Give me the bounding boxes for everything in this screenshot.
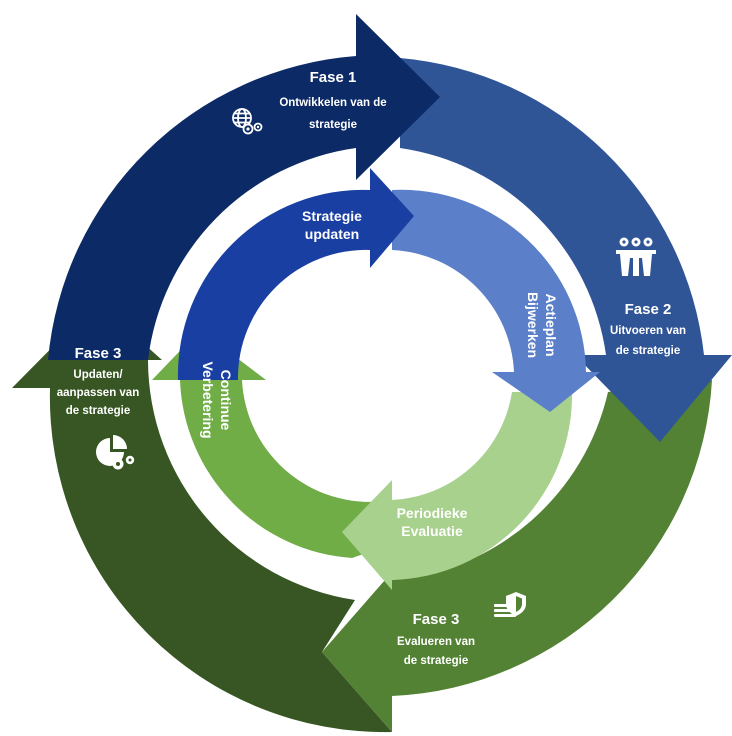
phase2-label: Fase 2 Uitvoeren van de strategie xyxy=(610,301,686,357)
phase3-eval-title: Fase 3 xyxy=(413,611,460,628)
shield-layers-icon xyxy=(494,592,526,617)
globe-gears-icon xyxy=(232,108,263,135)
phase3-update-label: Fase 3 Updaten/ aanpassen van de strateg… xyxy=(57,345,139,417)
inner-segment-evaluation xyxy=(342,392,573,590)
inner-evaluation-label: Periodieke Evaluatie xyxy=(397,505,468,539)
outer-segment-phase3-update xyxy=(12,302,392,733)
phase3-eval-line2: de strategie xyxy=(404,655,469,667)
inner-ring xyxy=(152,168,600,590)
outer-ring xyxy=(12,14,732,733)
outer-segment-phase3-eval xyxy=(322,380,712,732)
outer-segment-phase2 xyxy=(400,58,732,442)
inner-improvement-label: Continue Verbetering xyxy=(200,361,234,438)
inner-segment-strategy xyxy=(177,168,414,380)
phase1-line2: strategie xyxy=(309,119,357,131)
inner-strategy-line2: updaten xyxy=(305,226,359,242)
inner-action-line1: Actieplan xyxy=(543,293,559,356)
inner-evaluation-line1: Periodieke xyxy=(397,505,468,521)
phase3-update-line1: Updaten/ xyxy=(73,369,123,381)
inner-strategy-line1: Strategie xyxy=(302,208,362,224)
phase2-line1: Uitvoeren van xyxy=(610,325,686,337)
inner-evaluation-line2: Evaluatie xyxy=(401,523,463,539)
inner-action-line2: Bijwerken xyxy=(525,292,541,358)
phase2-line2: de strategie xyxy=(616,345,681,357)
phase3-eval-label: Fase 3 Evalueren van de strategie xyxy=(397,611,475,667)
inner-action-label: Actieplan Bijwerken xyxy=(525,292,559,358)
inner-segment-improvement xyxy=(152,330,392,558)
phase2-title: Fase 2 xyxy=(625,301,672,318)
phase3-update-title: Fase 3 xyxy=(75,345,122,362)
inner-strategy-label: Strategie updaten xyxy=(302,208,362,242)
phase3-eval-line1: Evalueren van xyxy=(397,636,475,648)
phase1-label: Fase 1 Ontwikkelen van de strategie xyxy=(279,69,386,131)
phase3-update-line2: aanpassen van xyxy=(57,387,139,399)
pie-gears-icon xyxy=(96,435,135,470)
phase1-title: Fase 1 xyxy=(310,69,357,86)
team-gears-icon xyxy=(616,237,656,276)
phase3-update-line3: de strategie xyxy=(66,405,131,417)
inner-improvement-line1: Continue xyxy=(218,370,234,431)
inner-segment-action xyxy=(392,189,600,412)
inner-improvement-line2: Verbetering xyxy=(200,361,216,438)
outer-segment-phase1 xyxy=(48,14,440,360)
phase1-line1: Ontwikkelen van de xyxy=(279,97,386,109)
